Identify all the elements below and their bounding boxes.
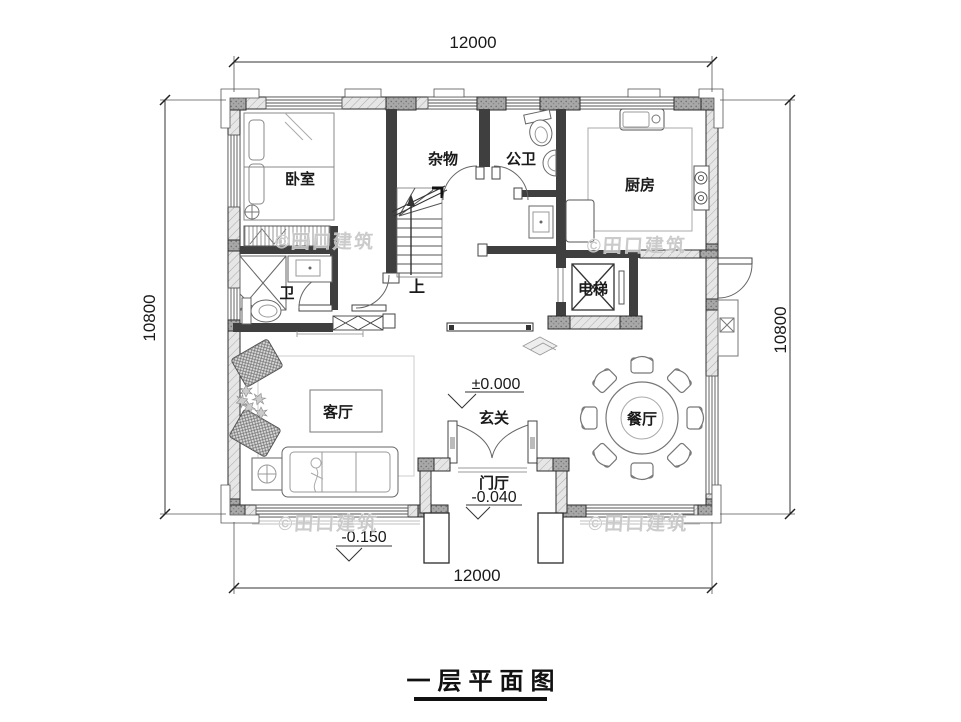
porch-pillar-left xyxy=(423,512,450,564)
window-left-bedroom xyxy=(227,134,241,208)
room-label-bath: 卫 xyxy=(279,285,294,302)
wall-storage-publicbath xyxy=(479,109,490,167)
stairs xyxy=(391,185,448,278)
watermarks: ©田口建筑 ©田口建筑 ©田口建筑 ©田口建筑 xyxy=(274,230,690,536)
exterior-windows xyxy=(227,96,719,525)
entry-double-door xyxy=(447,420,538,464)
dimension-right: 10800 xyxy=(771,306,790,353)
corner-sink xyxy=(542,149,557,177)
level-markers: ±0.000 -0.040 -0.150 xyxy=(335,376,524,562)
kitchen-side-door-arc xyxy=(717,263,753,299)
dining-table xyxy=(605,381,679,455)
exterior-landing xyxy=(717,299,739,357)
room-label-kitchen: 厨房 xyxy=(625,176,655,194)
interior-walls xyxy=(233,109,566,332)
bedroom-furniture xyxy=(243,112,335,247)
kitchen-counter xyxy=(587,127,693,232)
entry-area xyxy=(296,322,570,564)
room-labels: 卧室 杂物 公卫 厨房 卫 电梯 客厅 玄关 餐厅 门厅 上 xyxy=(279,150,657,492)
elevator-car xyxy=(571,263,615,311)
level-terrace: -0.150 xyxy=(341,529,386,546)
title-block: 一层平面图 xyxy=(407,668,562,701)
hall-screen xyxy=(296,322,558,356)
person-figure xyxy=(310,457,324,493)
living-furniture xyxy=(229,339,415,498)
corner-trims xyxy=(220,88,724,524)
ceiling-symbol xyxy=(244,204,260,220)
armchair-bottom xyxy=(229,409,281,457)
room-label-living: 客厅 xyxy=(322,403,353,421)
level-foyer: -0.040 xyxy=(471,489,516,506)
elevator-shaft xyxy=(547,249,719,330)
wall-bedroom-stair xyxy=(386,109,397,275)
publicbath-vanity xyxy=(528,205,554,239)
wall-bath-hall xyxy=(330,246,338,310)
dimensions xyxy=(159,56,796,594)
wall-living-hall xyxy=(233,323,333,332)
room-label-elevator: 电梯 xyxy=(578,280,608,298)
drawing-title: 一层平面图 xyxy=(407,668,562,695)
publicbath-fixtures xyxy=(523,109,557,239)
dimension-left: 10800 xyxy=(140,294,159,341)
watermark: ©田口建筑 xyxy=(274,230,376,253)
doors xyxy=(298,165,753,357)
wardrobe xyxy=(243,225,331,247)
side-table xyxy=(251,457,283,491)
stair-direction-label: 上 xyxy=(409,278,425,296)
watermark: ©田口建筑 xyxy=(588,512,690,535)
window-top-publicbath xyxy=(505,96,541,110)
armchair-top xyxy=(231,339,283,387)
bathroom-fixtures xyxy=(239,255,333,325)
coffee-table xyxy=(309,389,383,433)
kitchen-fixtures xyxy=(565,108,710,243)
dining-furniture xyxy=(579,355,705,481)
room-label-foyer: 门厅 xyxy=(479,474,509,492)
dimension-bottom: 12000 xyxy=(453,566,500,585)
fridge xyxy=(565,199,595,243)
kitchen-sink xyxy=(619,108,665,131)
storage-door-arc xyxy=(442,165,478,201)
stair-up-arrow xyxy=(407,194,415,206)
window-top-kitchen xyxy=(579,96,675,110)
room-label-dining: 餐厅 xyxy=(627,410,657,428)
room-label-bedroom: 卧室 xyxy=(285,170,315,188)
window-top-storage xyxy=(427,96,478,110)
pass-through-sill xyxy=(332,315,384,331)
porch-pillar-right xyxy=(537,512,564,564)
floor-decor xyxy=(522,336,558,356)
window-bottom-living xyxy=(255,504,409,518)
watermark: ©田口建筑 xyxy=(586,234,688,257)
watermark: ©田口建筑 xyxy=(278,512,380,535)
wall-bedroom-bath xyxy=(240,246,338,254)
kitchen-stove xyxy=(693,165,710,211)
level-entry: ±0.000 xyxy=(472,376,521,393)
room-label-storage: 杂物 xyxy=(428,150,458,168)
room-label-entry: 玄关 xyxy=(479,409,509,427)
bath-toilet xyxy=(241,297,282,325)
stairhall-door-arc xyxy=(355,274,390,309)
publicbath-toilet xyxy=(523,109,553,147)
porch xyxy=(417,457,570,564)
window-right-dining xyxy=(705,375,719,495)
elevator-door xyxy=(618,270,625,305)
sofa xyxy=(281,446,399,498)
wall-kitchen xyxy=(556,109,566,250)
room-label-publicbath: 公卫 xyxy=(506,151,536,168)
bath-vanity xyxy=(287,255,333,283)
window-top-bedroom xyxy=(265,96,343,110)
publicbath-door-arc xyxy=(493,165,529,201)
title-underline xyxy=(414,697,547,701)
dimension-top: 12000 xyxy=(449,33,496,52)
